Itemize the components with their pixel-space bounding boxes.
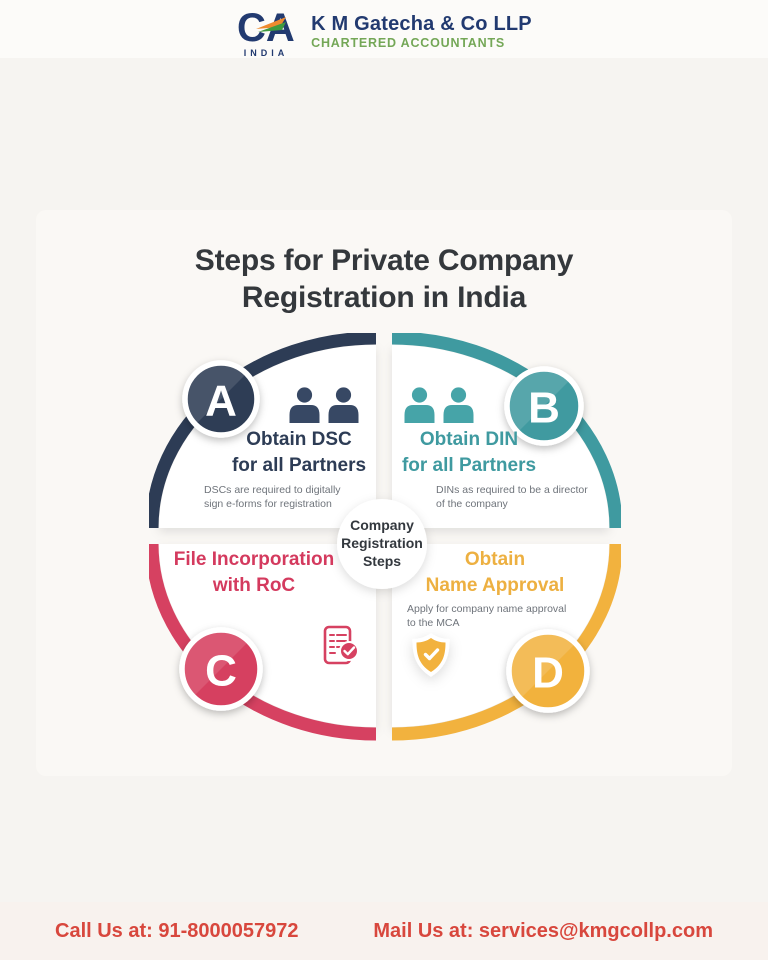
step-b-title: Obtain DIN for all Partners — [401, 429, 537, 476]
people-icon — [404, 387, 474, 423]
step-letter: C — [205, 647, 237, 696]
logo-india-label: INDIA — [244, 48, 289, 58]
step-d-title: Obtain Name Approval — [425, 549, 565, 596]
step-b-description: DINs as required to be a director of the… — [436, 484, 588, 510]
step-letter: B — [528, 384, 560, 433]
company-tagline: CHARTERED ACCOUNTANTS — [311, 36, 506, 51]
logo-text-block: K M Gatecha & Co LLP CHARTERED ACCOUNTAN… — [311, 13, 532, 51]
card-step-d — [392, 544, 609, 727]
step-letter: D — [532, 649, 564, 698]
mail-us-text: Mail Us at: services@kmgcollp.com — [373, 920, 713, 942]
people-icon — [289, 387, 359, 423]
shield-check-icon — [412, 633, 450, 677]
card-step-c — [159, 544, 376, 727]
company-name: K M Gatecha & Co LLP — [311, 13, 532, 36]
call-us-text: Call Us at: 91-8000057972 — [55, 920, 299, 942]
badge-step-d: D — [506, 629, 590, 713]
badge-step-a: A — [182, 360, 260, 438]
card-step-b — [392, 345, 609, 528]
badge-step-c: C — [179, 627, 263, 711]
logo-swoosh-green — [258, 22, 287, 32]
center-hub-label: Company Registration Steps — [341, 517, 423, 569]
step-c-title: File Incorporation with RoC — [173, 549, 335, 596]
center-hub-circle — [337, 499, 427, 589]
quadrant-cards — [159, 345, 609, 727]
step-a-title: Obtain DSC for all Partners — [231, 429, 367, 476]
footer-contacts: Call Us at: 91-8000057972 Mail Us at: se… — [55, 920, 713, 943]
header: CA INDIA K M Gatecha & Co LLP CHARTERED … — [0, 6, 768, 58]
ca-india-logo-icon: CA INDIA — [237, 6, 295, 58]
footer-band — [0, 902, 768, 960]
step-letter: A — [205, 377, 237, 426]
step-letter-badges: A B C D — [179, 360, 590, 713]
badge-step-b: B — [504, 366, 584, 446]
document-check-icon — [323, 625, 359, 665]
registration-steps-diagram: A B C D — [149, 333, 621, 745]
header-band — [0, 0, 768, 58]
card-step-a — [159, 345, 376, 528]
step-d-description: Apply for company name approval to the M… — [407, 603, 567, 629]
page-title: Steps for Private Company Registration i… — [194, 244, 574, 314]
step-a-description: DSCs are required to digitally sign e-fo… — [204, 484, 341, 510]
